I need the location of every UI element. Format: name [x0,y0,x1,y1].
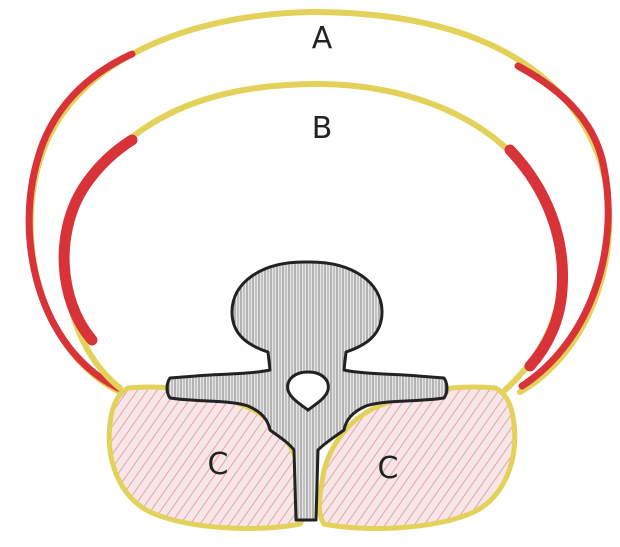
label-a: A [312,21,333,56]
label-c-right: C [378,451,399,486]
inner-ring-b-left-muscle [64,140,132,340]
outer-ring-a-right-muscle [518,66,608,386]
label-b: B [312,111,333,146]
inner-ring-b-right-muscle [510,150,563,366]
label-c-left: C [208,447,229,482]
